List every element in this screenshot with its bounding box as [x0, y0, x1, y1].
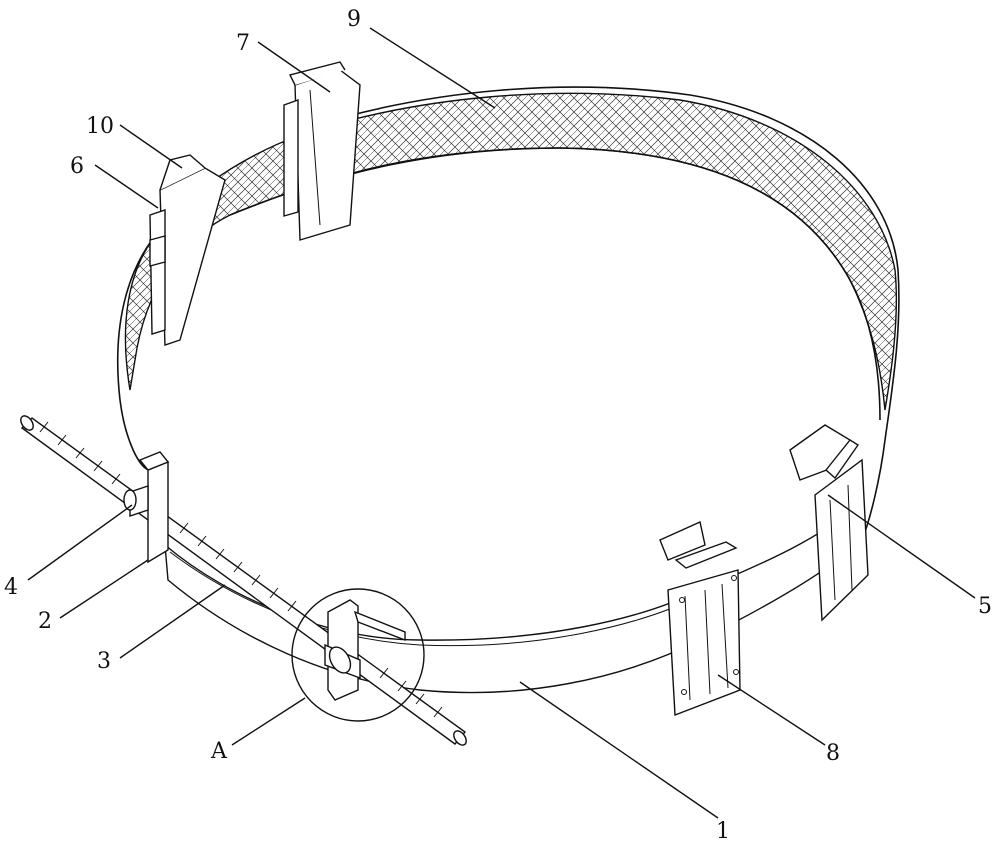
leader-6: [95, 165, 158, 208]
leader-4: [28, 505, 132, 580]
clamp-5: [790, 425, 868, 620]
label-9: 9: [347, 7, 361, 32]
bracket-2: [124, 452, 168, 562]
label-3: 3: [97, 649, 111, 674]
leader-10: [120, 125, 182, 168]
label-10: 10: [86, 114, 114, 139]
label-4: 4: [4, 575, 18, 600]
leader-2: [60, 560, 148, 618]
label-7: 7: [236, 31, 250, 56]
leader-a: [232, 698, 305, 745]
label-2: 2: [38, 609, 52, 634]
leader-8: [718, 675, 825, 745]
leader-3: [120, 585, 225, 658]
clamp-6-10: [150, 155, 225, 345]
leader-9: [370, 28, 495, 108]
label-6: 6: [70, 154, 84, 179]
label-a: A: [210, 739, 228, 764]
clamp-8: [660, 522, 740, 715]
mesh-lining: [125, 93, 896, 410]
threaded-rod: [18, 414, 468, 748]
ring-strap: [118, 87, 899, 692]
clamp-7: [284, 62, 360, 240]
label-1: 1: [716, 819, 730, 844]
label-5: 5: [978, 594, 992, 619]
label-8: 8: [826, 741, 840, 766]
